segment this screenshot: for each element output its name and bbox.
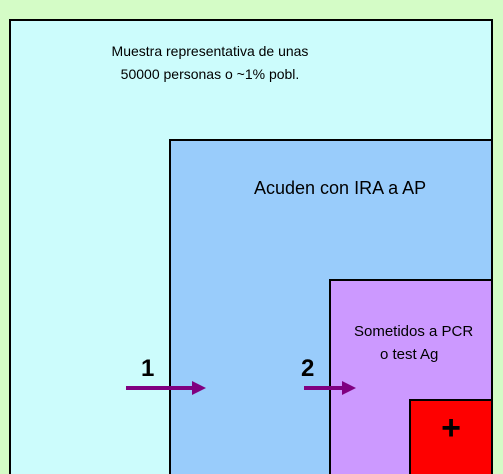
ira-primary-care-label: Acuden con IRA a AP bbox=[254, 178, 427, 198]
population-sample-label: Muestra representativa de unas 50000 per… bbox=[30, 40, 390, 86]
step-1-number: 1 bbox=[141, 355, 155, 382]
pcr-tested-label-line2: o test Ag bbox=[380, 346, 439, 363]
step-1-arrow-icon bbox=[126, 381, 206, 395]
step-2-arrow-icon bbox=[304, 381, 356, 395]
positive-plus-sign: + bbox=[441, 409, 461, 447]
population-sample-label-line1: Muestra representativa de unas bbox=[111, 43, 309, 59]
pcr-tested-label: Sometidos a PCR o test Ag bbox=[354, 320, 473, 366]
pcr-tested-label-line1: Sometidos a PCR bbox=[354, 323, 474, 340]
population-sample-label-line2: 50000 personas o ~1% pobl. bbox=[120, 66, 300, 82]
step-2-number: 2 bbox=[301, 355, 315, 382]
positive-region bbox=[409, 399, 493, 474]
